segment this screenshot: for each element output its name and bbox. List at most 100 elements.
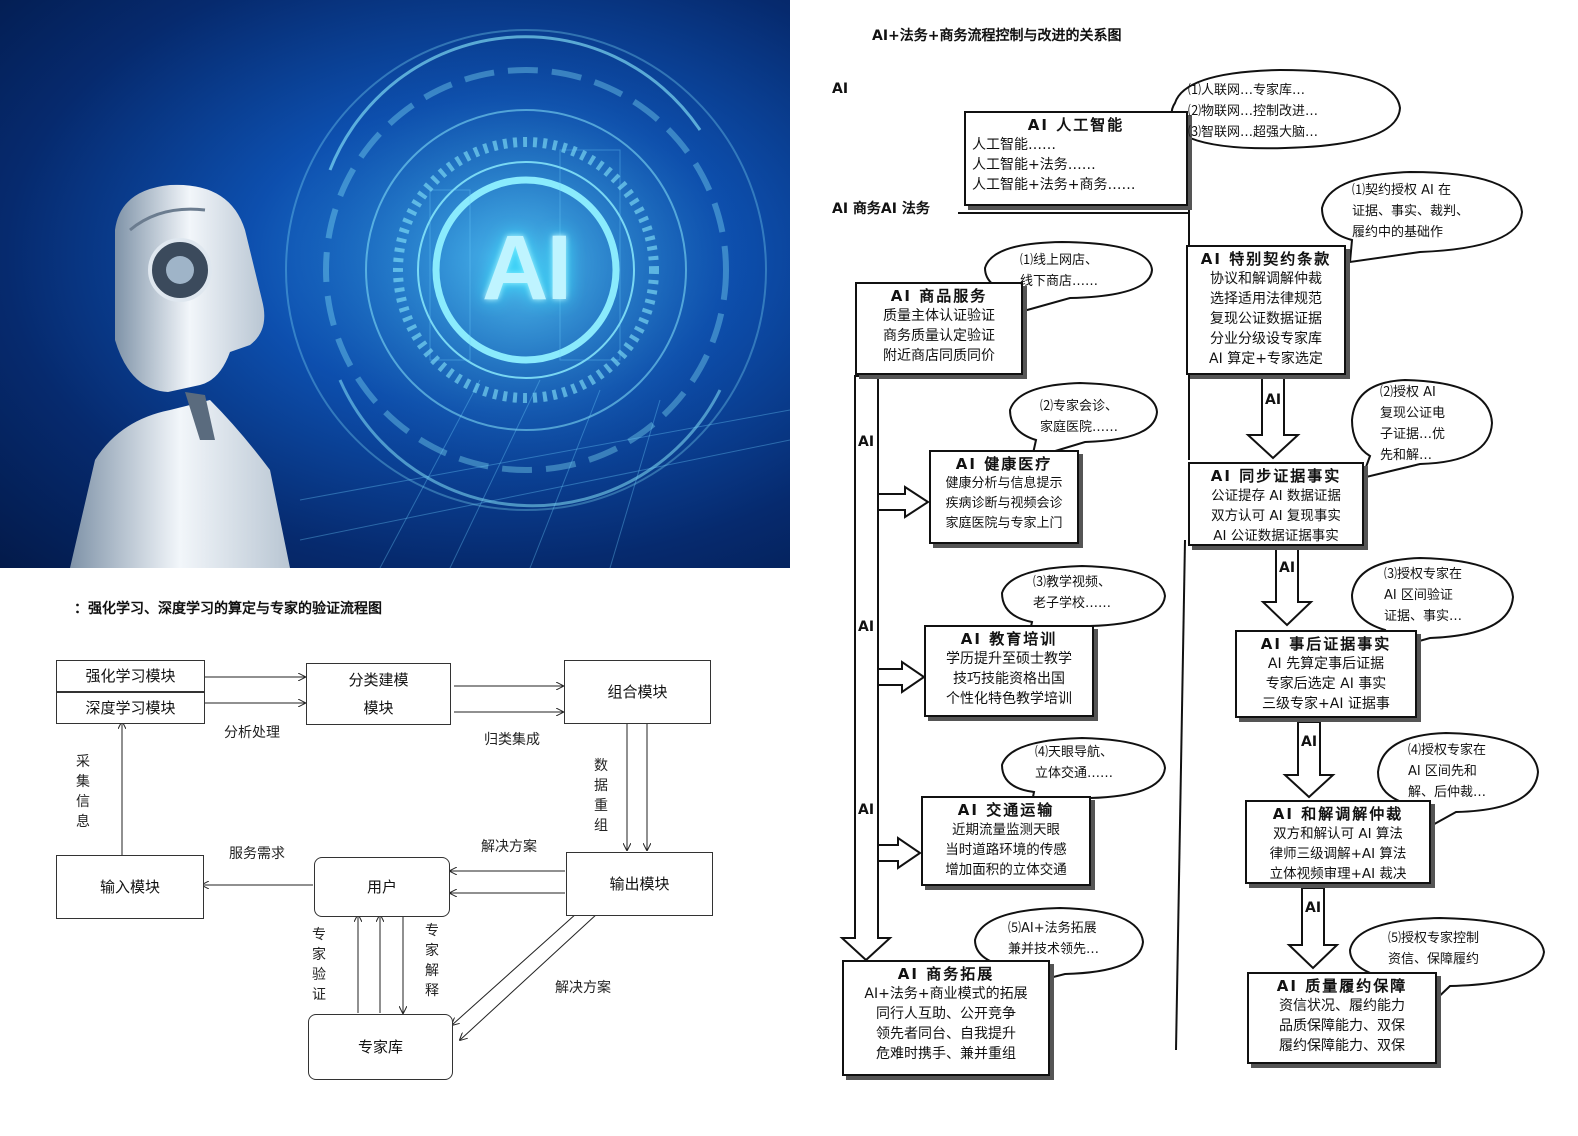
health-care-box: AI 健康医疗 健康分析与信息提示 疾病诊断与视频会诊 家庭医院与专家上门	[929, 450, 1079, 544]
goods-service-title: AI 商品服务	[890, 287, 988, 305]
health-care-title: AI 健康医疗	[955, 455, 1053, 473]
business-expansion-box: AI 商务拓展 AI+法务+商业模式的拓展 同行人互助、公开竞争 领先者同台、自…	[842, 960, 1050, 1076]
after-evidence-title: AI 事后证据事实	[1260, 635, 1392, 653]
expand-line-4: 危难时携手、兼并重组	[876, 1046, 1016, 1062]
quality-line-3: 履约保障能力、双保	[1279, 1038, 1405, 1054]
arrow-label-ai-1: AI	[858, 434, 875, 450]
traffic-line-3: 增加面积的立体交通	[945, 862, 1067, 878]
contract-line-2: 选择适用法律规范	[1210, 291, 1322, 307]
bubble-quality-line-2: 资信、保障履约	[1388, 952, 1480, 967]
arrow-label-ai-4: AI	[1265, 392, 1282, 408]
ai-main-line-3: 人工智能+法务+商务……	[972, 177, 1136, 193]
ai-main-box: AI 人工智能 人工智能…… 人工智能+法务…… 人工智能+法务+商务……	[964, 111, 1188, 206]
bubble-sync-line-1: ⑵授权 AI	[1380, 385, 1436, 400]
arrow-label-ai-5: AI	[1279, 560, 1296, 576]
contract-line-5: AI 算定+专家选定	[1209, 351, 1323, 367]
block-arrows	[839, 375, 1340, 970]
mediate-line-2: 律师三级调解+AI 算法	[1269, 846, 1407, 862]
side-label-ai: AI	[832, 81, 849, 97]
bubble-contract-text: ⑴契约授权 AI 在 证据、事实、裁判、 履约中的基础作	[1352, 180, 1469, 243]
bubble-expand-line-2: 兼并技术领先…	[1008, 942, 1100, 957]
arrow-label-ai-3: AI	[858, 802, 875, 818]
bubble-mediate-line-2: AI 区间先和	[1408, 764, 1477, 779]
mediate-line-3: 立体视频审理+AI 裁决	[1269, 866, 1407, 882]
bubble-contract-line-3: 履约中的基础作	[1352, 225, 1444, 240]
bubble-sync-text: ⑵授权 AI 复现公证电 子证据…优 先和解…	[1380, 382, 1445, 466]
contract-line-4: 分业分级设专家库	[1210, 331, 1322, 347]
sync-evidence-box: AI 同步证据事实 公证提存 AI 数据证据 双方认可 AI 复现事实 AI 公…	[1188, 462, 1364, 546]
label-data-regroup: 数据重组	[594, 758, 608, 834]
bubble-quality-line-1: ⑸授权专家控制	[1388, 931, 1480, 946]
expert-library-label: 专家库	[357, 1037, 403, 1056]
hud-rings	[285, 29, 767, 511]
label-expert-explain: 专家解释	[425, 923, 439, 999]
hero-ai-text: AI	[482, 217, 572, 319]
bubble-sync-line-3: 子证据…优	[1380, 427, 1446, 442]
bubble-quality-text: ⑸授权专家控制 资信、保障履约	[1388, 928, 1479, 970]
classify-module-box: 分类建模模块	[306, 663, 451, 725]
side-label-biz-law: AI 商务AI 法务	[832, 201, 930, 217]
label-integrate: 归类集成	[484, 732, 540, 748]
expand-line-2: 同行人互助、公开竞争	[876, 1006, 1016, 1022]
ai-glow	[296, 40, 756, 500]
input-module-box: 输入模块	[56, 855, 204, 919]
goods-service-box: AI 商品服务 质量主体认证验证 商务质量认定验证 附近商店同质同价	[855, 282, 1023, 375]
bubble-mediate-line-3: 解、后仲裁…	[1408, 785, 1487, 800]
bubble-main-line-1: ⑴人联网…专家库…	[1188, 83, 1306, 98]
city-grid	[299, 149, 790, 568]
expand-line-1: AI+法务+商业模式的拓展	[864, 986, 1028, 1002]
health-line-1: 健康分析与信息提示	[945, 476, 1063, 491]
edu-line-2: 技巧技能资格出国	[953, 671, 1065, 687]
expand-line-3: 领先者同台、自我提升	[876, 1026, 1016, 1042]
business-expansion-title: AI 商务拓展	[897, 965, 995, 983]
output-module-label: 输出模块	[609, 874, 670, 893]
label-solution-bottom: 解决方案	[555, 980, 611, 996]
edu-line-3: 个性化特色教学培训	[946, 691, 1072, 707]
after-line-1: AI 先算定事后证据	[1267, 656, 1385, 672]
flowchart-arrows	[0, 600, 790, 1136]
bubble-health-text: ⑵专家会诊、 家庭医院……	[1040, 396, 1118, 438]
traffic-line-1: 近期流量监测天眼	[952, 822, 1060, 838]
bubble-after-line-1: ⑶授权专家在	[1384, 567, 1463, 582]
traffic-line-2: 当时道路环境的传感	[945, 842, 1067, 858]
ai-main-line-1: 人工智能……	[972, 137, 1056, 153]
mediation-box: AI 和解调解仲裁 双方和解认可 AI 算法 律师三级调解+AI 算法 立体视频…	[1245, 800, 1431, 884]
bubble-expand-line-1: ⑸AI+法务拓展	[1008, 921, 1097, 936]
bubble-traffic-line-1: ⑷天眼导航、	[1035, 745, 1114, 760]
input-module-label: 输入模块	[99, 877, 160, 896]
sync-evidence-title: AI 同步证据事实	[1210, 467, 1342, 485]
health-line-3: 家庭医院与专家上门	[945, 516, 1063, 531]
bubble-health-line-2: 家庭医院……	[1040, 420, 1119, 435]
rl-module-label: 强化学习模块	[85, 666, 176, 685]
transport-box: AI 交通运输 近期流量监测天眼 当时道路环境的传感 增加面积的立体交通	[921, 796, 1091, 886]
quality-guarantee-box: AI 质量履约保障 资信状况、履约能力 品质保障能力、双保 履约保障能力、双保	[1247, 972, 1437, 1064]
bubble-goods-text: ⑴线上网店、 线下商店……	[1020, 250, 1098, 292]
mediation-title: AI 和解调解仲裁	[1272, 805, 1404, 823]
education-title: AI 教育培训	[960, 630, 1058, 648]
flowchart-title: ：强化学习、深度学习的算定与专家的验证流程图	[74, 601, 382, 617]
sync-line-3: AI 公证数据证据事实	[1213, 528, 1339, 544]
bubble-expand-text: ⑸AI+法务拓展 兼并技术领先…	[1008, 918, 1099, 960]
sync-line-1: 公证提存 AI 数据证据	[1211, 488, 1341, 504]
special-contract-title: AI 特别契约条款	[1200, 250, 1332, 268]
bubble-edu-text: ⑶教学视频、 老子学校……	[1033, 572, 1111, 614]
bubble-goods-line-2: 线下商店……	[1020, 274, 1099, 289]
bubble-edu-line-2: 老子学校……	[1033, 596, 1112, 611]
after-line-2: 专家后选定 AI 事实	[1265, 676, 1387, 692]
label-analysis: 分析处理	[224, 725, 280, 741]
combine-module-label: 组合模块	[607, 682, 668, 701]
dl-module-label: 深度学习模块	[85, 698, 176, 717]
quality-line-1: 资信状况、履约能力	[1279, 998, 1405, 1014]
goods-line-1: 质量主体认证验证	[883, 308, 995, 324]
quality-line-2: 品质保障能力、双保	[1279, 1018, 1405, 1034]
hero-artwork	[70, 29, 790, 568]
classify-module-label: 分类建模模块	[348, 670, 409, 718]
arrow-label-ai-2: AI	[858, 619, 875, 635]
bubble-mediate-text: ⑷授权专家在 AI 区间先和 解、后仲裁…	[1408, 740, 1486, 803]
hero-image: AI	[0, 0, 790, 568]
goods-line-3: 附近商店同质同价	[883, 348, 995, 364]
special-contract-box: AI 特别契约条款 协议和解调解仲裁 选择适用法律规范 复现公证数据证据 分业分…	[1186, 245, 1346, 375]
health-line-2: 疾病诊断与视频会诊	[945, 496, 1063, 511]
expert-library-box: 专家库	[308, 1014, 453, 1080]
relation-diagram-graphics	[839, 68, 1546, 1051]
